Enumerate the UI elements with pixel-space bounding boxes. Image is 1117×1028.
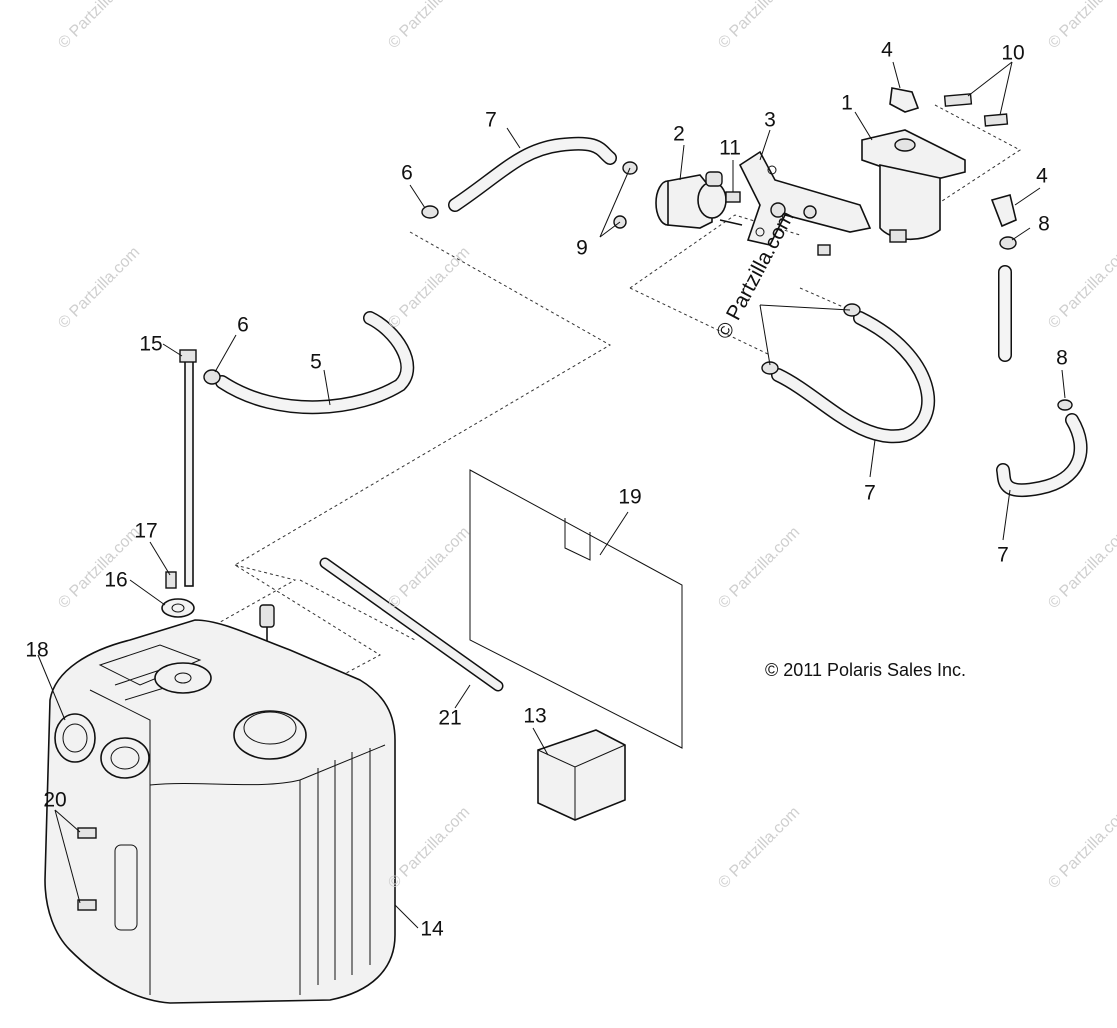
vent-tube-15 <box>179 349 197 587</box>
fittings-10 <box>943 93 1009 127</box>
fuel-pump-2 <box>655 171 743 229</box>
callout-14: 14 <box>420 917 444 941</box>
callout-7: 7 <box>485 108 497 132</box>
bolt-11 <box>725 191 741 203</box>
callout-17: 17 <box>134 519 158 543</box>
pad-19 <box>469 469 683 749</box>
callout-15: 15 <box>139 332 163 356</box>
block-13 <box>537 729 626 821</box>
callout-18: 18 <box>25 638 49 662</box>
callout-7: 7 <box>997 543 1009 567</box>
hose-7-center <box>761 303 936 444</box>
clamp-8-lower <box>1057 399 1073 411</box>
callout-6: 6 <box>401 161 413 185</box>
callout-10: 10 <box>1001 41 1025 65</box>
callout-11: 11 <box>719 136 741 160</box>
callout-5: 5 <box>310 350 322 374</box>
clamp-6-top <box>421 205 439 219</box>
callout-20: 20 <box>43 788 67 812</box>
copyright-text: © 2011 Polaris Sales Inc. <box>765 660 967 680</box>
elbow-fitting-4-top <box>889 87 920 113</box>
clamps-9 <box>613 161 638 229</box>
hose-7-right-lower <box>996 413 1088 498</box>
hose-5 <box>203 311 415 415</box>
hose-7-top <box>448 136 617 212</box>
callout-21: 21 <box>438 706 462 730</box>
leader-lines <box>37 61 1066 929</box>
callout-16: 16 <box>104 568 128 592</box>
fuel-filter-1 <box>861 129 966 243</box>
callout-6: 6 <box>237 313 249 337</box>
callout-1: 1 <box>841 91 853 115</box>
callout-8: 8 <box>1038 212 1050 236</box>
callout-8: 8 <box>1056 346 1068 370</box>
callout-7: 7 <box>864 481 876 505</box>
elbow-fitting-4-right <box>990 194 1017 228</box>
callout-9: 9 <box>576 236 588 260</box>
callout-13: 13 <box>523 704 547 728</box>
rod-21 <box>319 557 504 692</box>
callout-2: 2 <box>673 122 685 146</box>
callout-4: 4 <box>881 38 893 62</box>
callout-19: 19 <box>618 485 642 509</box>
callout-3: 3 <box>764 108 776 132</box>
bracket-3 <box>738 150 872 256</box>
cap-18 <box>54 713 96 763</box>
fuel-tank-14 <box>44 619 396 1004</box>
grommet-16 <box>161 598 195 618</box>
callout-4: 4 <box>1036 164 1048 188</box>
bolts-20 <box>77 827 97 911</box>
valve-17 <box>165 571 177 589</box>
